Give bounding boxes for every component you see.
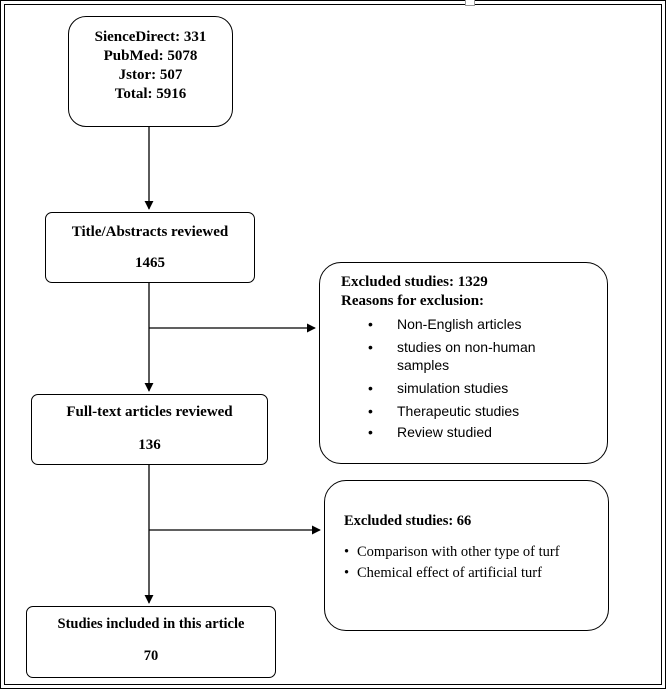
bullet-icon: • [368,424,373,440]
list-item: • Chemical effect of artificial turf [344,563,608,584]
exclusion-1-subheading: Reasons for exclusion: [341,293,485,309]
title-abstracts-box: Title/Abstracts reviewed 1465 [45,212,255,283]
reason-text: Comparison with other type of turf [357,544,560,560]
title-abstracts-label: Title/Abstracts reviewed [71,224,229,240]
source-line: SienceDirect: 331 [94,29,207,45]
sources-box: SienceDirect: 331 PubMed: 5078 Jstor: 50… [68,16,233,127]
bullet-icon: • [368,316,373,332]
list-item: • simulation studies [368,379,607,397]
title-abstracts-count: 1465 [135,255,165,271]
source-line: Total: 5916 [114,86,187,102]
included-count: 70 [143,648,159,664]
bullet-icon: • [368,403,373,419]
reason-text: studies on non-human [397,339,536,355]
diagram-border [4,4,662,685]
reason-text: Review studied [397,424,492,440]
fulltext-box: Full-text articles reviewed 136 [31,394,268,465]
list-item: • Comparison with other type of turf [344,542,608,563]
bullet-icon: • [368,380,373,396]
source-line: PubMed: 5078 [103,48,198,64]
reason-text: Therapeutic studies [397,403,520,419]
list-item: • Review studied [368,423,607,441]
fulltext-count: 136 [138,437,161,453]
list-item: • studies on non-human samples [368,338,607,374]
exclusion-box-1: Excluded studies: 1329 Reasons for exclu… [319,262,608,464]
reason-text-continued: samples [397,357,450,373]
exclusion-1-heading: Excluded studies: 1329 [341,274,488,290]
list-item: • Therapeutic studies [368,402,607,420]
exclusion-2-heading: Excluded studies: 66 [344,513,472,529]
exclusion-2-reasons: • Comparison with other type of turf • C… [344,542,608,584]
included-box: Studies included in this article 70 [26,606,276,678]
exclusion-1-reasons: • Non-English articles • studies on non-… [368,315,607,441]
exclusion-box-2: Excluded studies: 66 • Comparison with o… [324,480,609,631]
list-item: • Non-English articles [368,315,607,333]
reason-text: Non-English articles [397,316,522,332]
fulltext-label: Full-text articles reviewed [66,404,233,420]
bullet-icon: • [368,339,373,355]
resize-handle[interactable] [465,0,475,6]
reason-text: Chemical effect of artificial turf [357,565,542,581]
reason-text: simulation studies [397,380,509,396]
bullet-icon: • [344,565,350,581]
bullet-icon: • [344,544,350,560]
source-line: Jstor: 507 [118,67,183,83]
included-label: Studies included in this article [57,616,245,632]
